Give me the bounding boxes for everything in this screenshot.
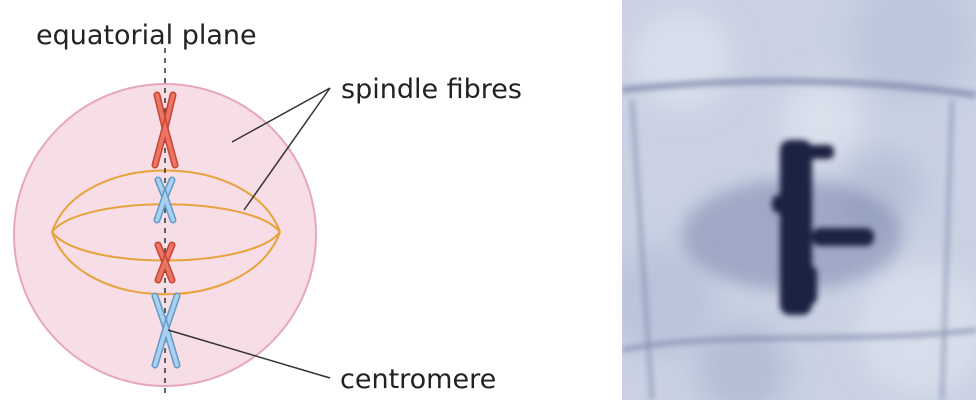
cell-outline bbox=[13, 83, 317, 387]
centromere-leader bbox=[167, 329, 331, 379]
spindle-leader-2 bbox=[243, 87, 331, 211]
chromosome-blue-2 bbox=[151, 292, 181, 369]
spindle-fibres-label: spindle fibres bbox=[341, 74, 522, 105]
mitosis-metaphase-diagram bbox=[13, 48, 331, 395]
chromosome-blue-1 bbox=[153, 176, 177, 224]
centromere-label: centromere bbox=[340, 364, 497, 395]
equatorial-plane-label: equatorial plane bbox=[36, 20, 257, 51]
spindle-leader-1 bbox=[231, 87, 331, 143]
chromosome-red-1 bbox=[151, 91, 179, 169]
leader-lines bbox=[167, 87, 331, 379]
micrograph-photo bbox=[622, 0, 976, 400]
chromosome-red-2 bbox=[154, 241, 176, 284]
